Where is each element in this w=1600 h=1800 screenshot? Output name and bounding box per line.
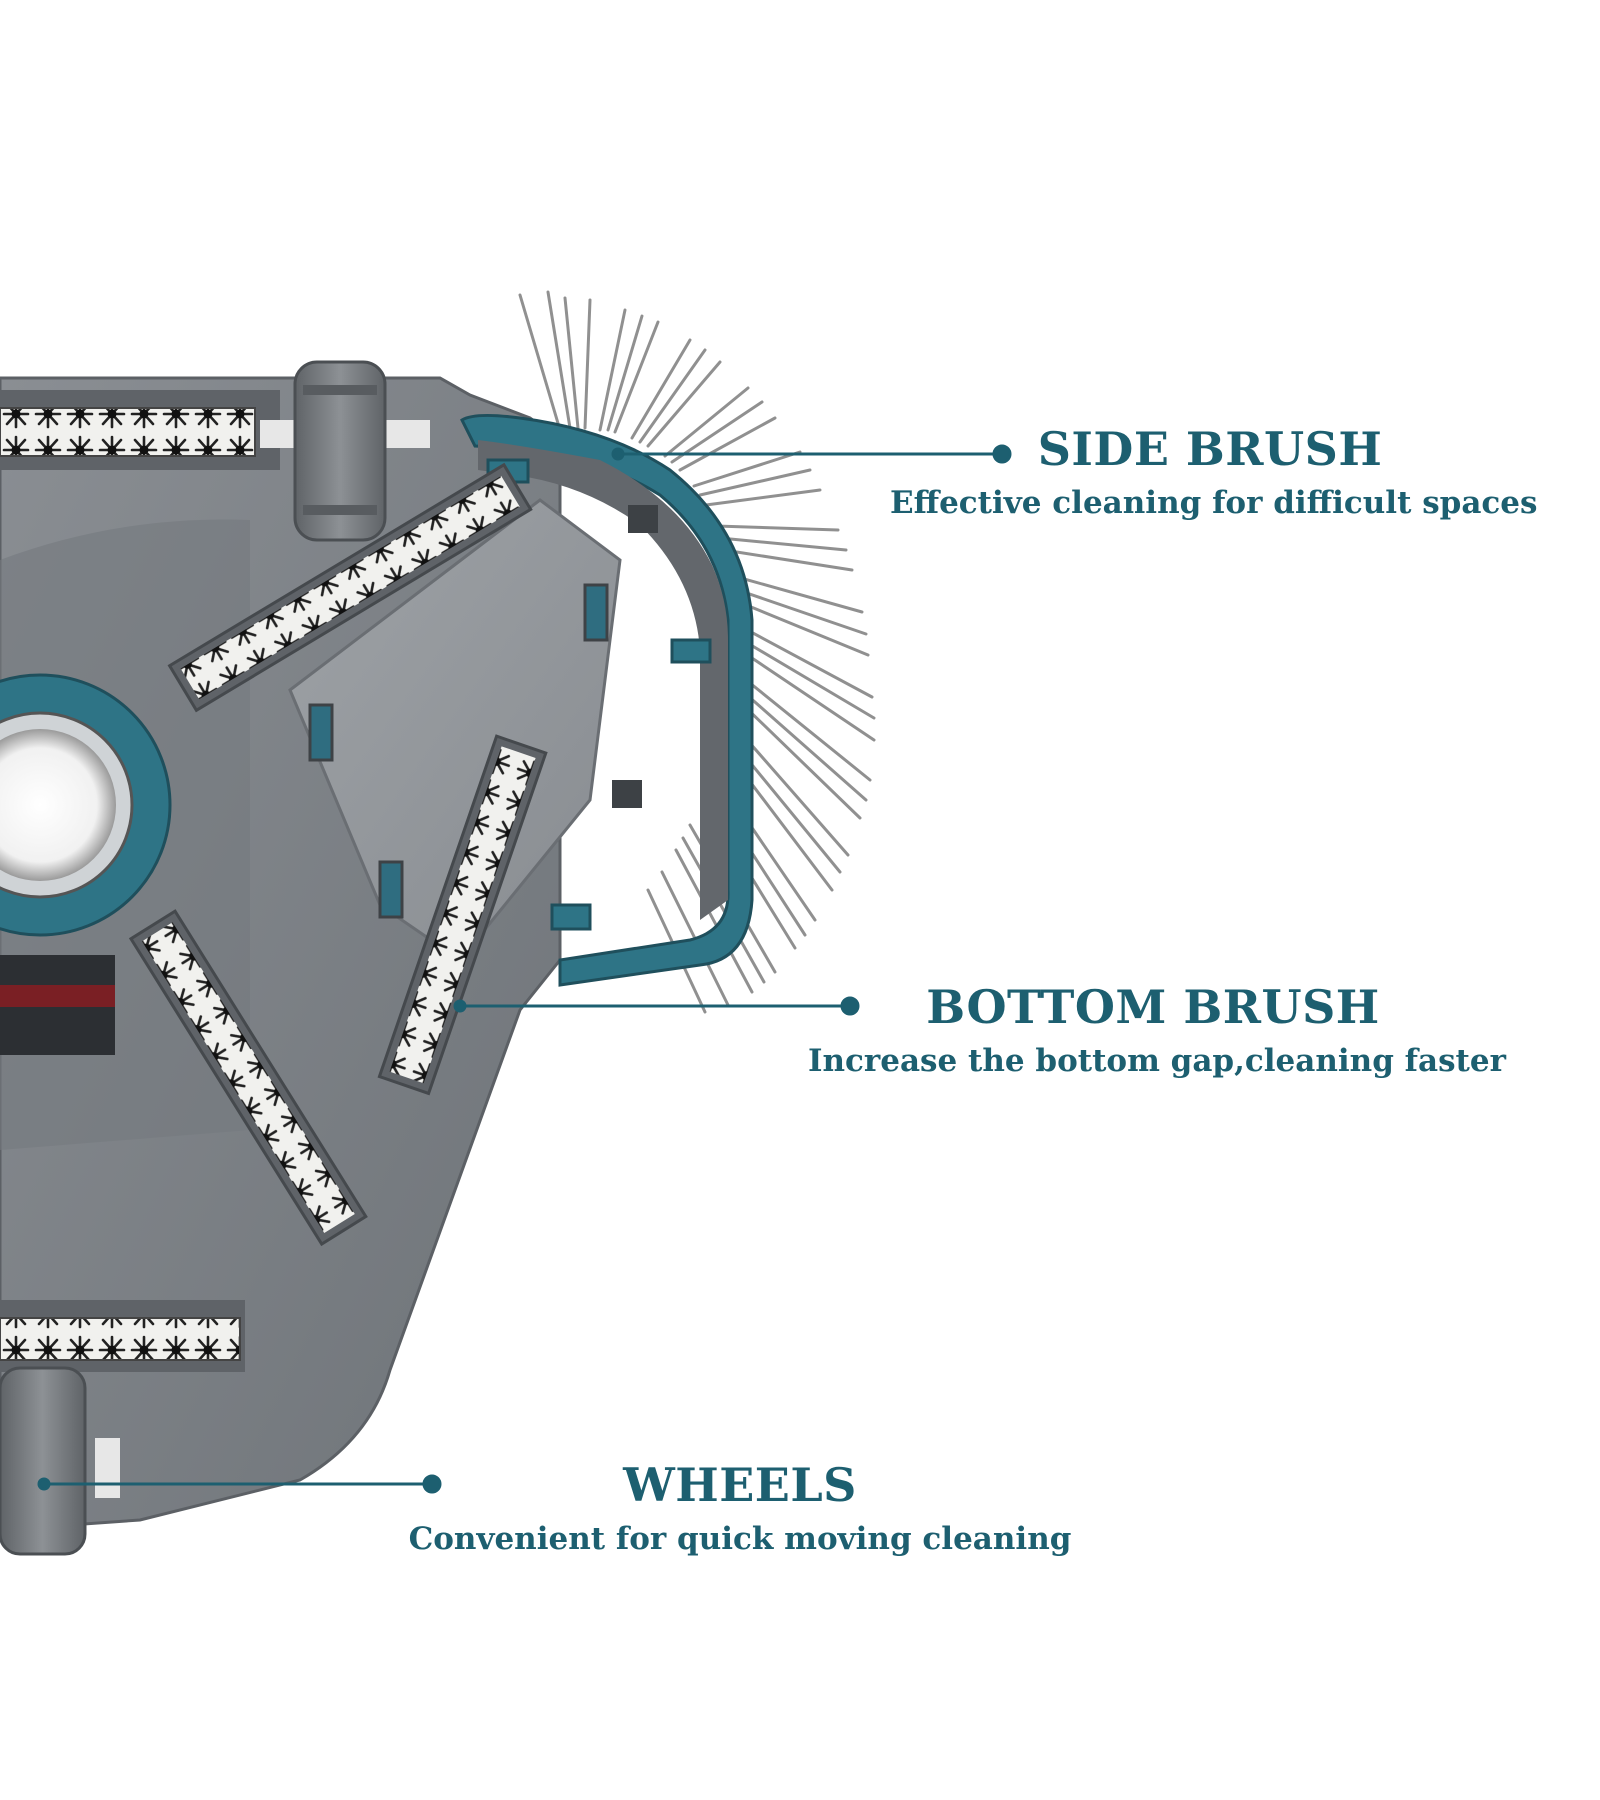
wheels-callout: WHEELS Convenient for quick moving clean…	[400, 1460, 1080, 1558]
wheels-description: Convenient for quick moving cleaning	[408, 1520, 1072, 1557]
bottom-brush-strip	[0, 1317, 241, 1361]
bottom-brush-title: BOTTOM BRUSH	[926, 980, 1380, 1034]
bottom-brush	[377, 734, 548, 1096]
bottom-brush-description: Increase the bottom gap,cleaning faster	[808, 1042, 1506, 1079]
upper-bottom-brush	[167, 462, 533, 713]
suction-port	[0, 673, 172, 937]
top-brush-strip	[0, 407, 256, 457]
side-brush-frame	[460, 413, 754, 987]
wheels-title: WHEELS	[623, 1458, 857, 1512]
side-brush-callout: SIDE BRUSH Effective cleaning for diffic…	[890, 422, 1538, 522]
top-wheel	[293, 360, 387, 542]
side-brush-title: SIDE BRUSH	[1037, 422, 1383, 476]
bottom-wheel	[0, 1366, 120, 1556]
bottom-brush-callout: BOTTOM BRUSH Increase the bottom gap,cle…	[808, 980, 1506, 1080]
lower-bottom-brush	[128, 909, 368, 1247]
side-brush-description: Effective cleaning for difficult spaces	[890, 484, 1538, 521]
side-brush-bristles	[518, 290, 876, 1014]
